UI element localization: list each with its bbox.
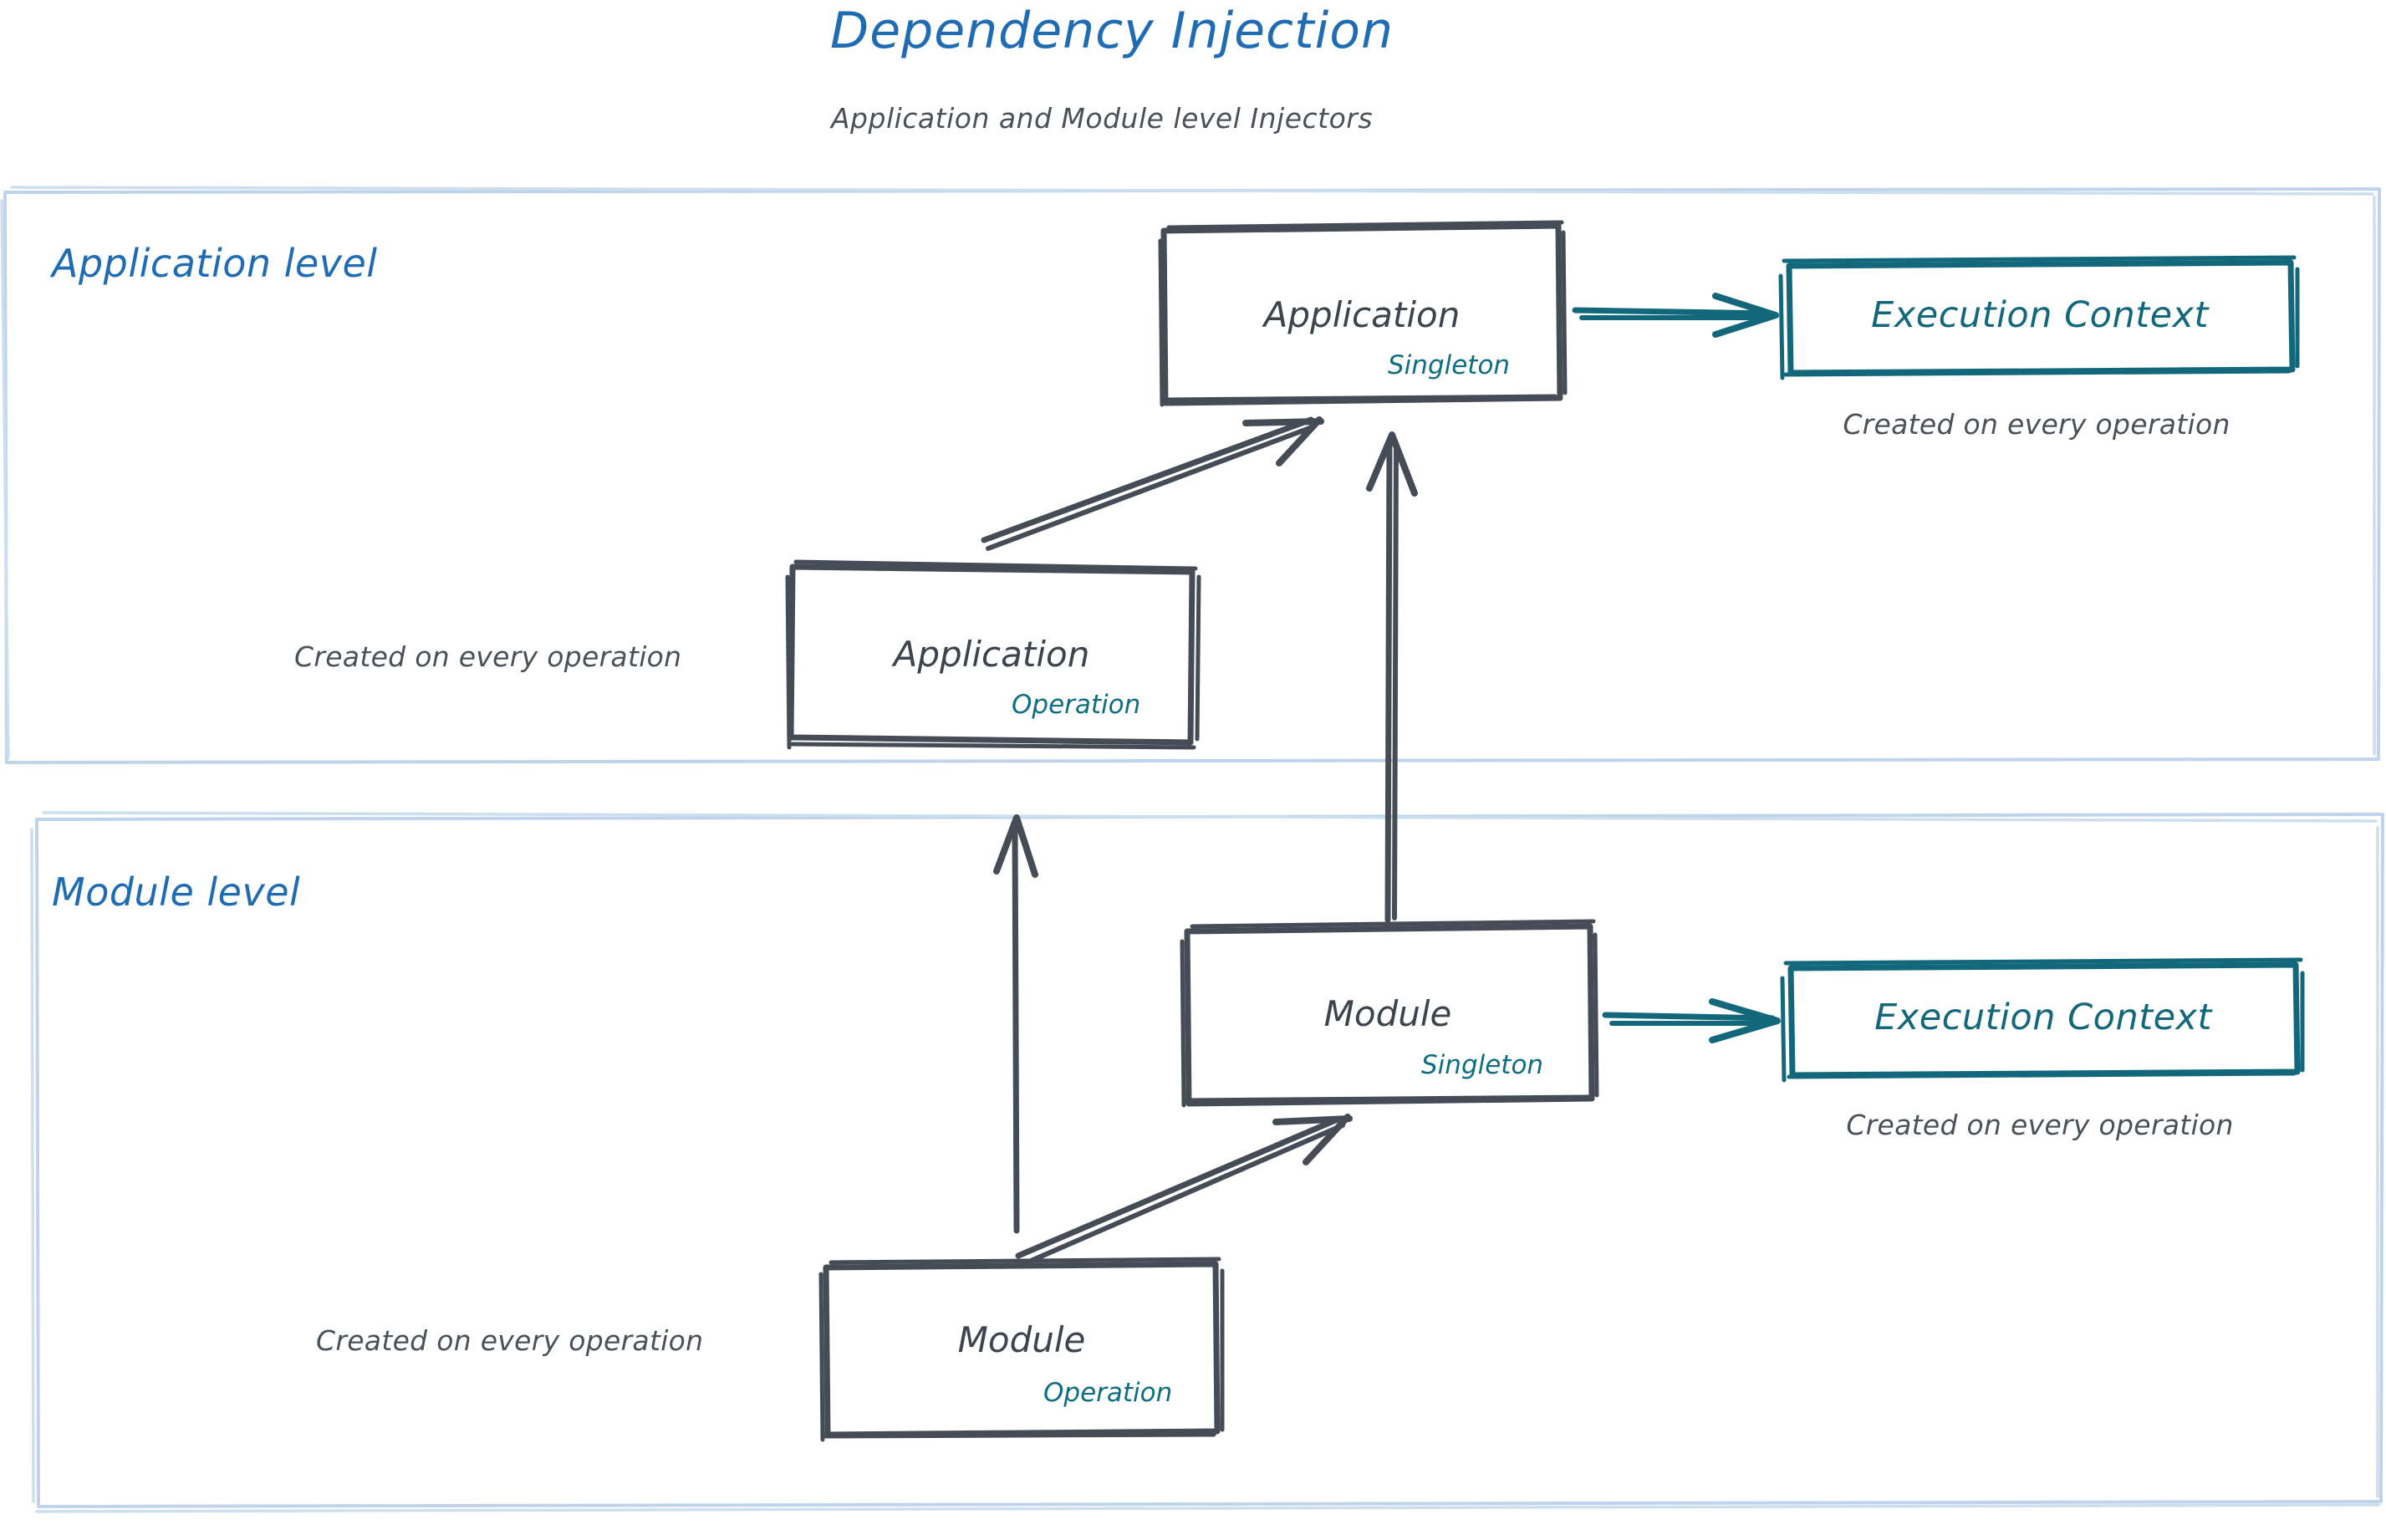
edge-module-operation-to-module-singleton-arrow (1015, 1114, 1353, 1267)
module-operation-title: Module (957, 1319, 1086, 1360)
module-singleton-tag: Singleton (1421, 1050, 1544, 1080)
section-label-module-level: Module level (52, 869, 301, 915)
edge-module-singleton-to-app-singleton-arrow (1366, 431, 1418, 923)
edge-app-operation-to-app-singleton-arrow (981, 416, 1324, 551)
edge-module-singleton-to-exec-ctx-arrow (1602, 998, 1781, 1043)
application-level-container (0, 186, 2381, 764)
page-subtitle: Application and Module level Injectors (830, 102, 1374, 135)
caption-execution-context-application: Created on every operation (1843, 408, 2231, 441)
edge-app-singleton-to-exec-ctx-arrow (1572, 293, 1779, 338)
caption-module-operation: Created on every operation (316, 1324, 704, 1357)
execution-context-module-title: Execution Context (1874, 997, 2212, 1038)
application-singleton-box[interactable] (1158, 220, 1568, 407)
module-singleton-box[interactable] (1180, 919, 1599, 1108)
caption-execution-context-module: Created on every operation (1846, 1109, 2234, 1141)
application-singleton-tag: Singleton (1388, 350, 1511, 380)
execution-context-module-box[interactable] (1780, 957, 2305, 1083)
application-operation-box[interactable] (785, 559, 1201, 750)
module-level-container (30, 811, 2384, 1513)
execution-context-application-title: Execution Context (1871, 294, 2209, 336)
caption-application-operation: Created on every operation (294, 640, 682, 673)
application-singleton-title: Application (1263, 294, 1461, 335)
module-operation-box[interactable] (818, 1257, 1225, 1442)
page-title: Dependency Injection (830, 2, 1394, 60)
edge-module-operation-to-app-operation-arrow (993, 814, 1038, 1234)
module-singleton-title: Module (1323, 993, 1452, 1034)
application-operation-tag: Operation (1012, 690, 1141, 720)
module-operation-tag: Operation (1043, 1378, 1173, 1408)
execution-context-application-box[interactable] (1778, 255, 2300, 380)
application-operation-title: Application (893, 634, 1090, 675)
section-label-application-level: Application level (52, 241, 378, 286)
